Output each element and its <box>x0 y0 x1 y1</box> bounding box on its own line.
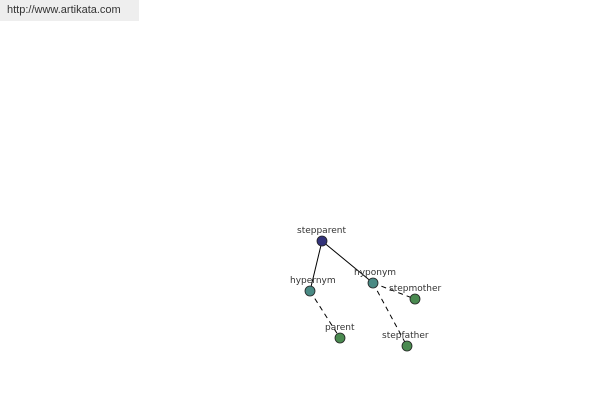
edge-hypernym-parent <box>309 290 341 339</box>
label-hypernym: hypernym <box>290 276 336 286</box>
site-url-link[interactable]: http://www.artikata.com <box>7 4 121 16</box>
label-parent: parent <box>325 323 355 333</box>
node-parent[interactable] <box>334 332 346 344</box>
node-hypernym[interactable] <box>304 285 316 297</box>
url-bar: http://www.artikata.com <box>0 0 139 21</box>
node-stepfather[interactable] <box>401 340 413 352</box>
edge-hyponym-stepmother <box>372 282 416 300</box>
node-stepmother[interactable] <box>409 293 421 305</box>
label-stepparent: stepparent <box>297 226 346 236</box>
edge-root-hypernym <box>309 240 323 292</box>
label-stepfather: stepfather <box>382 331 429 341</box>
edge-hyponym-stepfather <box>372 282 408 347</box>
edge-root-hyponym <box>321 240 374 284</box>
node-hyponym[interactable] <box>367 277 379 289</box>
node-stepparent[interactable] <box>316 235 328 247</box>
label-stepmother: stepmother <box>389 284 442 294</box>
label-hyponym: hyponym <box>354 268 396 278</box>
